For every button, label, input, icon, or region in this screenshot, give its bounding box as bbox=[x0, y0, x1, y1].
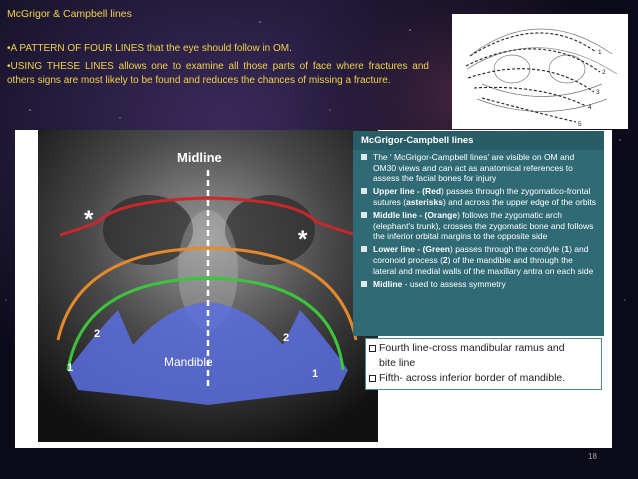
info-panel-heading: McGrigor-Campbell lines bbox=[353, 131, 604, 150]
slide-title: McGrigor & Campbell lines bbox=[7, 8, 132, 20]
note-line: Fourth line-cross mandibular ramus and bbox=[369, 341, 601, 356]
info-item: Upper line - (Red) passes through the zy… bbox=[361, 186, 598, 208]
asterisk-left: * bbox=[84, 206, 93, 234]
mandible-label: Mandible bbox=[164, 355, 213, 369]
diagram-line-number: 4 bbox=[588, 104, 592, 111]
info-item: Midline - used to assess symmetry bbox=[361, 279, 598, 290]
coronoid-marker-left: 2 bbox=[94, 328, 100, 340]
checkbox-bullet-icon bbox=[369, 375, 376, 382]
lines-diagram: 1 2 3 4 5 bbox=[452, 14, 628, 129]
page-number: 18 bbox=[588, 452, 597, 461]
bullet-square-icon bbox=[361, 188, 367, 194]
asterisk-right: * bbox=[298, 226, 307, 254]
info-item: The ' McGrigor-Campbell lines' are visib… bbox=[361, 152, 598, 184]
bullet-text: •A PATTERN OF FOUR LINES that the eye sh… bbox=[7, 43, 429, 54]
bullet-square-icon bbox=[361, 246, 367, 252]
condyle-marker-left: 1 bbox=[67, 362, 73, 374]
midline-label: Midline bbox=[177, 150, 222, 165]
bullet-square-icon bbox=[361, 281, 367, 287]
diagram-line-number: 2 bbox=[602, 69, 606, 76]
note-line: bite line bbox=[369, 356, 601, 371]
checkbox-bullet-icon bbox=[369, 345, 376, 352]
bullet-square-icon bbox=[361, 212, 367, 218]
notes-box: Fourth line-cross mandibular ramus and b… bbox=[365, 338, 602, 390]
bullet-square-icon bbox=[361, 154, 367, 160]
condyle-marker-right: 1 bbox=[312, 368, 318, 380]
diagram-line-number: 5 bbox=[578, 121, 582, 128]
info-item: Middle line - (Orange) follows the zygom… bbox=[361, 210, 598, 242]
diagram-line-number: 1 bbox=[598, 49, 602, 56]
bullet-text: •USING THESE LINES allows one to examine… bbox=[7, 60, 429, 88]
info-panel: McGrigor-Campbell lines The ' McGrigor-C… bbox=[353, 131, 604, 336]
diagram-line-number: 3 bbox=[596, 89, 600, 96]
note-line: Fifth- across inferior border of mandibl… bbox=[369, 371, 601, 386]
info-item: Lower line - (Green) passes through the … bbox=[361, 244, 598, 276]
xray-image bbox=[38, 130, 378, 442]
coronoid-marker-right: 2 bbox=[283, 332, 289, 344]
